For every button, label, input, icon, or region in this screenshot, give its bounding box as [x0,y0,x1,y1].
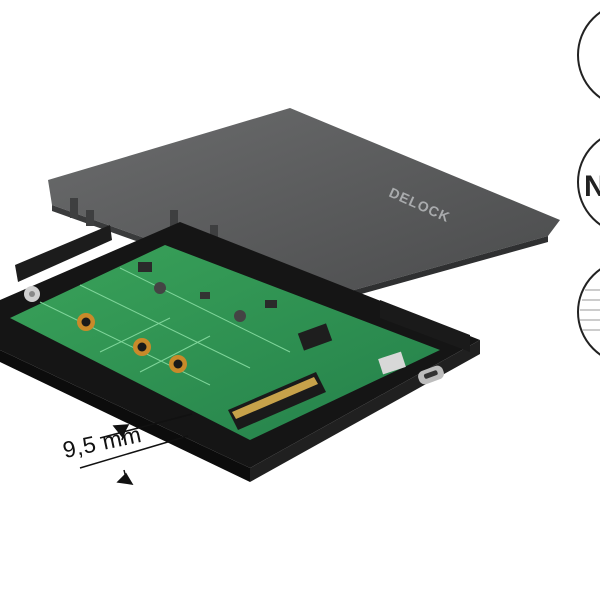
feature-badge [577,268,600,356]
feature-badges [577,11,600,356]
m2-pcb-board [10,245,440,440]
feature-badge [577,11,600,99]
component-chip [265,300,277,308]
component-inductor [154,282,166,294]
dimension-indicator [79,413,193,485]
badge-partial-letter: N [584,170,600,203]
component-chip [200,292,210,299]
mount-hole [77,313,95,331]
component-chip [138,262,152,272]
component-inductor [234,310,246,322]
feature-badge [577,138,600,226]
mount-hole [133,338,151,356]
standoff-screw [24,286,40,302]
crystal-oscillator [378,351,406,375]
mount-hole [169,355,187,373]
controller-chip [297,323,333,351]
usb-c-port [418,365,444,385]
